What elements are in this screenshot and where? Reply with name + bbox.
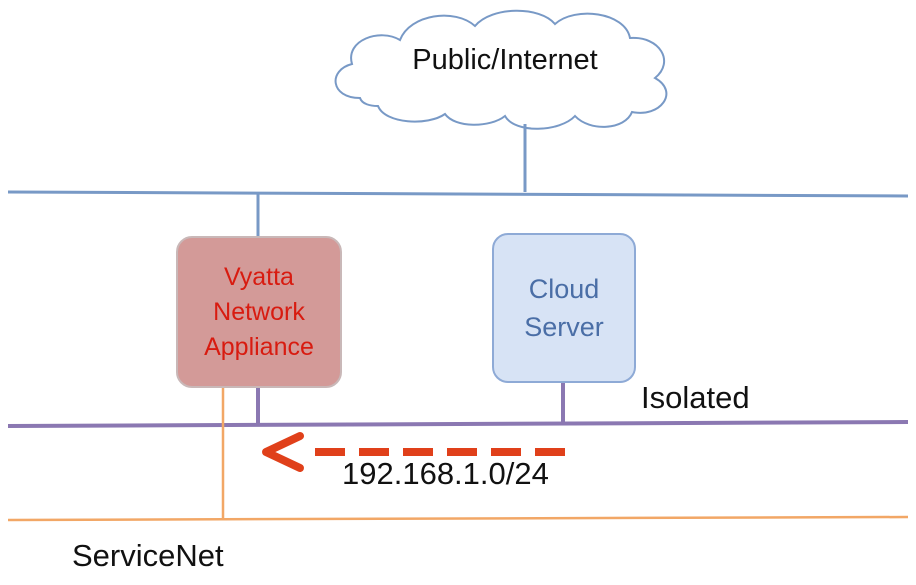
isolated-network-label: Isolated [641, 380, 750, 415]
cloud-server-label-line1: Cloud [528, 274, 600, 304]
vyatta-label-line2: Network [213, 297, 305, 326]
public-internet-label: Public/Internet [412, 44, 598, 76]
servicenet-label: ServiceNet [72, 538, 224, 573]
vyatta-network-appliance-node: Vyatta Network Appliance [176, 236, 342, 388]
cloud-shape [334, 9, 668, 130]
vyatta-label-line1: Vyatta [224, 262, 294, 291]
vyatta-label-line3: Appliance [204, 332, 314, 361]
public-network-line [7, 190, 909, 198]
servicenet-line [7, 515, 909, 522]
isolated-network-line [7, 420, 909, 428]
route-subnet-label: 192.168.1.0/24 [342, 456, 549, 491]
cloud-server-node: Cloud Server [492, 233, 636, 383]
cloud-server-label-line2: Server [524, 312, 604, 342]
route-arrow-head [262, 432, 304, 472]
